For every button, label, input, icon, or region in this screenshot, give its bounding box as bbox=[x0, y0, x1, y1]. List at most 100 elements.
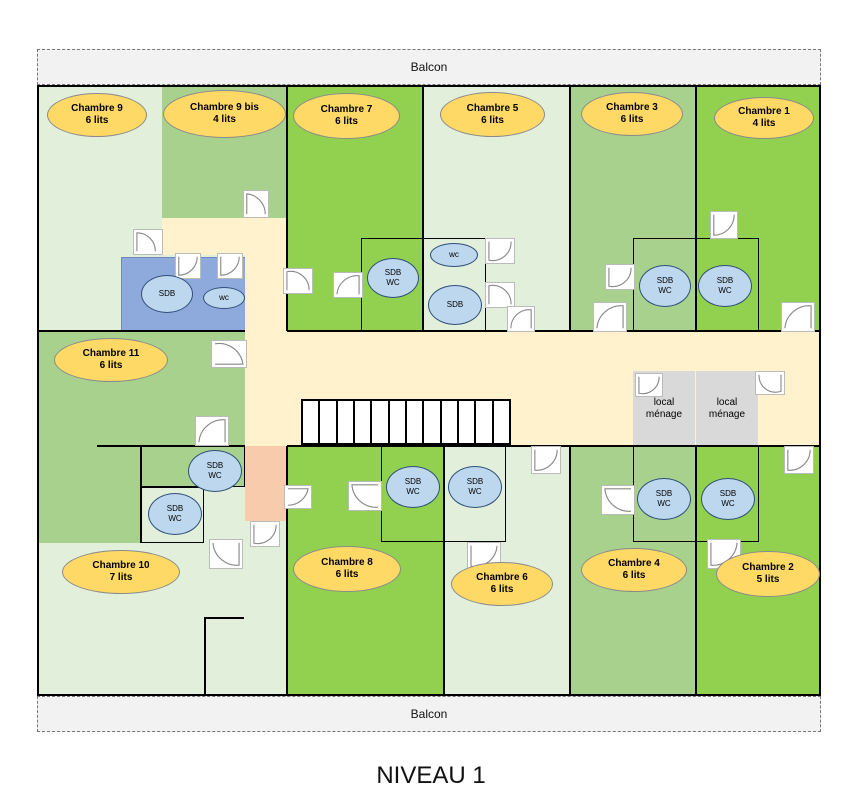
wc-label: WC bbox=[718, 286, 732, 295]
room-name: Chambre 5 bbox=[466, 102, 519, 114]
sdb-label: SDB bbox=[716, 276, 734, 285]
stair-step bbox=[476, 401, 494, 443]
sdb-label: SDB bbox=[466, 477, 484, 486]
door-icon bbox=[781, 302, 815, 332]
wc-label: WC bbox=[208, 471, 222, 480]
door-icon bbox=[507, 306, 535, 332]
door-icon bbox=[284, 485, 312, 509]
sdb-label: SDB bbox=[655, 489, 673, 498]
stair-step bbox=[303, 401, 321, 443]
wall bbox=[140, 446, 142, 543]
bathroom-sdb-wc-chambre-1: SDB WC bbox=[698, 265, 752, 307]
room-beds: 6 lits bbox=[620, 114, 644, 125]
room-name: Chambre 7 bbox=[320, 104, 373, 115]
corridor-pink-passage bbox=[245, 446, 287, 521]
wall bbox=[204, 617, 206, 694]
room-beds: 5 lits bbox=[756, 574, 780, 585]
sdb-label: SDB bbox=[384, 268, 402, 277]
wc-label: WC bbox=[657, 499, 671, 508]
stair-step bbox=[424, 401, 442, 443]
door-icon bbox=[485, 282, 515, 308]
room-label-chambre-9: Chambre 9 6 lits bbox=[47, 93, 147, 137]
door-icon bbox=[333, 272, 363, 298]
sdb-label: SDB bbox=[158, 289, 176, 298]
room-name: Chambre 2 bbox=[742, 562, 794, 573]
toilet-wc-chambre-9bis: wc bbox=[203, 287, 245, 309]
stair-step bbox=[320, 401, 338, 443]
room-beds: 7 lits bbox=[109, 572, 133, 583]
bathroom-sdb-wc-chambre-4: SDB WC bbox=[637, 478, 691, 520]
balcony-top: Balcon bbox=[37, 49, 821, 85]
room-name: Chambre 8 bbox=[321, 557, 373, 568]
door-icon bbox=[217, 253, 243, 279]
wall bbox=[37, 330, 245, 332]
stair-step bbox=[407, 401, 425, 443]
wall bbox=[443, 542, 445, 694]
room-label-chambre-5: Chambre 5 6 lits bbox=[440, 92, 545, 137]
door-icon bbox=[710, 211, 738, 239]
room-beds: 6 lits bbox=[481, 114, 504, 126]
room-label-chambre-9bis: Chambre 9 bis 4 lits bbox=[163, 90, 286, 138]
wc-label: WC bbox=[468, 487, 482, 496]
stair-step bbox=[338, 401, 355, 443]
door-icon bbox=[209, 539, 243, 569]
stair-step bbox=[442, 401, 459, 443]
stair-step bbox=[459, 401, 477, 443]
door-icon bbox=[243, 190, 269, 218]
door-icon bbox=[755, 371, 785, 395]
door-icon bbox=[133, 229, 163, 255]
wc-label: WC bbox=[406, 487, 420, 496]
stair-step bbox=[355, 401, 373, 443]
room-name: Chambre 9 bis bbox=[190, 102, 259, 113]
wall bbox=[97, 445, 245, 447]
room-name: Chambre 4 bbox=[608, 558, 660, 569]
room-beds: 6 lits bbox=[99, 360, 123, 371]
cleaning-room-2-line2: ménage bbox=[708, 408, 746, 420]
room-beds: 6 lits bbox=[335, 569, 359, 580]
bathroom-sdb-wc-chambre-8: SDB WC bbox=[386, 466, 440, 508]
bathroom-sdb-chambre-5: SDB bbox=[428, 285, 482, 325]
wall bbox=[422, 87, 424, 331]
room-label-chambre-2: Chambre 2 5 lits bbox=[716, 551, 820, 597]
bathroom-sdb-wc-chambre-2: SDB WC bbox=[701, 478, 755, 520]
door-icon bbox=[175, 253, 201, 279]
room-label-chambre-8: Chambre 8 6 lits bbox=[293, 546, 401, 592]
wall bbox=[286, 87, 288, 331]
door-icon bbox=[635, 373, 663, 397]
room-beds: 6 lits bbox=[490, 584, 514, 595]
wall bbox=[569, 446, 571, 694]
toilet-wc-chambre-5: wc bbox=[430, 243, 478, 267]
door-icon bbox=[601, 485, 635, 515]
room-name: Chambre 3 bbox=[606, 102, 658, 113]
wc-label: wc bbox=[449, 250, 459, 259]
door-icon bbox=[211, 340, 247, 368]
room-label-chambre-10: Chambre 10 7 lits bbox=[62, 550, 180, 594]
cleaning-room-1-line2: ménage bbox=[645, 408, 683, 420]
room-label-chambre-11: Chambre 11 6 lits bbox=[54, 338, 168, 382]
room-label-chambre-3: Chambre 3 6 lits bbox=[581, 92, 683, 136]
room-name: Chambre 1 bbox=[738, 106, 790, 117]
wall bbox=[286, 446, 288, 694]
wall bbox=[287, 330, 821, 332]
room-beds: 4 lits bbox=[752, 118, 776, 129]
bathroom-sdb-wc-chambre-10: SDB WC bbox=[148, 493, 202, 535]
room-name: Chambre 10 bbox=[92, 560, 150, 571]
room-label-chambre-1: Chambre 1 4 lits bbox=[714, 97, 814, 139]
room-name: Chambre 6 bbox=[476, 572, 528, 583]
bathroom-sdb-chambre-9: SDB bbox=[141, 275, 193, 313]
sdb-label: SDB bbox=[206, 461, 224, 470]
room-name: Chambre 9 bbox=[71, 103, 123, 114]
stair-step bbox=[372, 401, 390, 443]
sdb-label: SDB bbox=[446, 300, 464, 309]
door-icon bbox=[283, 268, 313, 294]
wc-label: wc bbox=[219, 293, 229, 302]
door-icon bbox=[348, 481, 382, 511]
room-label-chambre-4: Chambre 4 6 lits bbox=[581, 548, 687, 592]
sdb-label: SDB bbox=[656, 276, 674, 285]
room-beds: 6 lits bbox=[85, 115, 109, 126]
door-icon bbox=[195, 416, 229, 446]
wc-label: WC bbox=[386, 278, 400, 287]
cleaning-room-2-line1: local bbox=[716, 396, 738, 408]
wc-label: WC bbox=[721, 499, 735, 508]
sdb-label: SDB bbox=[719, 489, 737, 498]
